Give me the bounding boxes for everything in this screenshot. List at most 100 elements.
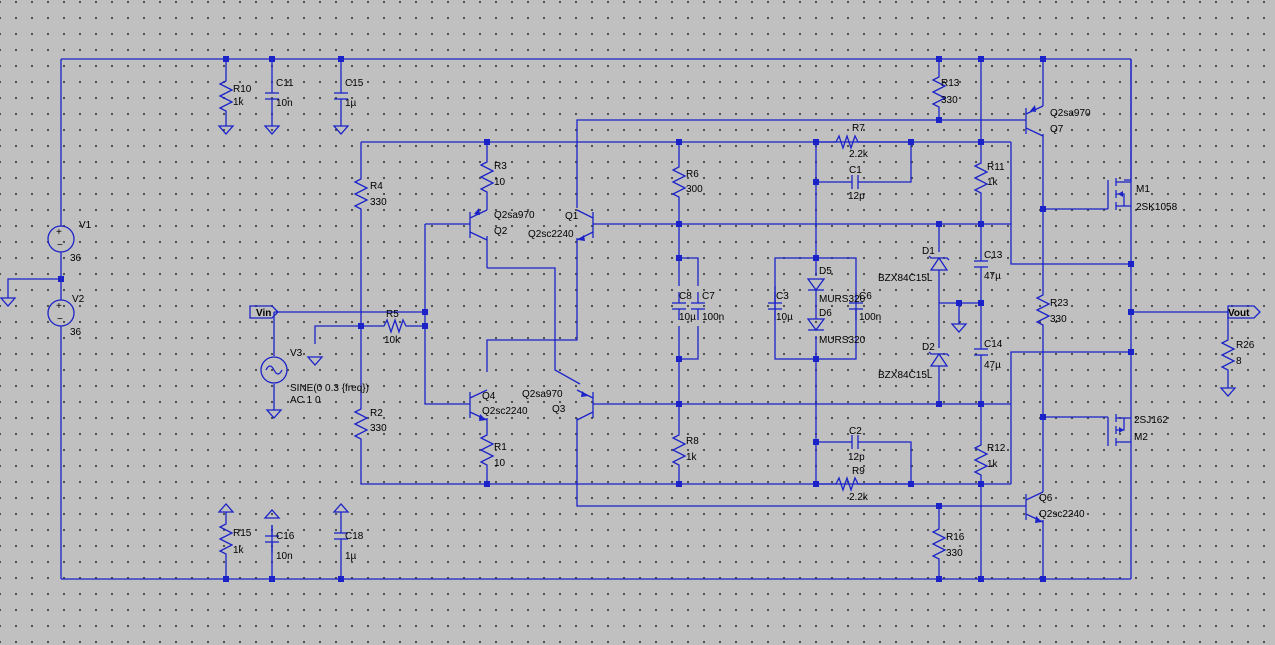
ground-symbol bbox=[218, 503, 234, 513]
voltage-source-v2[interactable]: + − V2 36 bbox=[47, 294, 85, 338]
v1-value: 36 bbox=[70, 253, 82, 264]
svg-text:Q2sc2240: Q2sc2240 bbox=[528, 229, 574, 240]
resistor-r4[interactable]: R4 330 bbox=[354, 173, 387, 215]
zener-d1[interactable]: D1 BZX84C15L bbox=[878, 246, 950, 284]
resistor-r8[interactable]: R8 1k bbox=[672, 429, 699, 471]
svg-text:D1: D1 bbox=[922, 246, 935, 257]
svg-text:10µ: 10µ bbox=[679, 312, 696, 323]
svg-text:2.2k: 2.2k bbox=[849, 492, 869, 503]
voltage-source-v3[interactable]: V3 SINE(0 0.3 {freq}) AC 1 0 bbox=[260, 348, 369, 406]
svg-text:C1: C1 bbox=[849, 165, 862, 176]
resistor-r11[interactable]: R11 1k bbox=[974, 157, 1005, 199]
svg-text:Q1: Q1 bbox=[565, 211, 579, 222]
mosfet-m1[interactable]: M1 2SK1058 bbox=[1107, 178, 1178, 213]
transistor-q7[interactable]: Q2sa970 Q7 bbox=[1025, 105, 1091, 137]
capacitor-c2[interactable]: C2 12p bbox=[843, 426, 866, 463]
diode-d5[interactable]: D5 MURS320 bbox=[806, 266, 866, 308]
v1-name: V1 bbox=[79, 220, 92, 231]
svg-text:Q2sa970: Q2sa970 bbox=[494, 210, 535, 221]
ground-symbol bbox=[333, 503, 349, 513]
svg-text:R1: R1 bbox=[494, 442, 507, 453]
svg-text:12p: 12p bbox=[848, 191, 865, 202]
resistor-r26[interactable]: R26 8 bbox=[1221, 334, 1255, 376]
svg-text:330: 330 bbox=[946, 548, 963, 559]
resistor-r13[interactable]: R13 330 bbox=[932, 71, 960, 113]
resistor-r9[interactable]: R9 2.2k bbox=[816, 466, 911, 503]
capacitor-c7[interactable]: C7 100n bbox=[690, 291, 724, 323]
svg-text:Q7: Q7 bbox=[1050, 124, 1064, 135]
svg-text:M2: M2 bbox=[1134, 432, 1148, 443]
svg-text:Q2sc2240: Q2sc2240 bbox=[482, 406, 528, 417]
svg-text:1k: 1k bbox=[233, 97, 245, 108]
capacitor-c18[interactable]: C18 1µ bbox=[333, 521, 364, 562]
svg-text:10n: 10n bbox=[276, 98, 293, 109]
svg-text:C7: C7 bbox=[702, 291, 715, 302]
ground-symbol bbox=[1220, 387, 1236, 397]
resistor-r10[interactable]: R10 1k bbox=[219, 75, 252, 117]
transistor-q4[interactable]: Q4 Q2sc2240 bbox=[469, 389, 528, 421]
svg-text:8: 8 bbox=[1236, 356, 1242, 367]
svg-text:1k: 1k bbox=[987, 459, 999, 470]
zener-d2[interactable]: D2 BZX84C15L bbox=[878, 342, 950, 381]
transistor-q2[interactable]: Q2sa970 Q2 bbox=[469, 208, 535, 241]
mosfet-m2[interactable]: 2SJ162 M2 bbox=[1107, 414, 1168, 446]
svg-text:1k: 1k bbox=[233, 545, 245, 556]
svg-text:−: − bbox=[57, 240, 63, 251]
v2-name: V2 bbox=[72, 294, 85, 305]
resistor-r23[interactable]: R23 330 bbox=[1036, 289, 1069, 331]
svg-text:12p: 12p bbox=[848, 452, 865, 463]
transistor-q3[interactable]: Q2sa970 Q3 bbox=[522, 389, 594, 421]
svg-text:47µ: 47µ bbox=[984, 271, 1001, 282]
net-label-vout[interactable]: Vout bbox=[1227, 305, 1261, 319]
svg-text:+: + bbox=[56, 227, 62, 238]
v3-ac: AC 1 0 bbox=[290, 395, 321, 406]
capacitor-c3[interactable]: C3 10µ bbox=[767, 291, 793, 323]
resistor-r3[interactable]: R3 10 bbox=[480, 156, 507, 198]
svg-text:10: 10 bbox=[494, 458, 506, 469]
svg-text:BZX84C15L: BZX84C15L bbox=[878, 370, 933, 381]
net-label-vin[interactable]: Vin bbox=[249, 305, 279, 319]
svg-text:C3: C3 bbox=[776, 291, 789, 302]
resistor-r2[interactable]: R2 330 bbox=[354, 403, 387, 445]
capacitor-c14[interactable]: C14 47µ bbox=[973, 337, 1003, 371]
svg-text:+: + bbox=[56, 301, 62, 312]
svg-text:330: 330 bbox=[370, 197, 387, 208]
capacitor-c8[interactable]: C8 10µ bbox=[671, 291, 696, 323]
transistor-q1[interactable]: Q1 Q2sc2240 bbox=[528, 209, 594, 241]
resistor-r16[interactable]: R16 330 bbox=[932, 523, 965, 565]
capacitor-c1[interactable]: C1 12p bbox=[843, 165, 866, 202]
v3-value: SINE(0 0.3 {freq}) bbox=[290, 383, 369, 394]
resistor-r5[interactable]: R5 10k bbox=[380, 309, 410, 346]
svg-text:C14: C14 bbox=[984, 339, 1003, 350]
svg-text:R12: R12 bbox=[987, 443, 1006, 454]
svg-text:1µ: 1µ bbox=[345, 98, 357, 109]
svg-text:C6: C6 bbox=[859, 291, 872, 302]
svg-text:1k: 1k bbox=[987, 177, 999, 188]
resistor-r15[interactable]: R15 1k bbox=[219, 518, 252, 560]
ground-symbol bbox=[264, 509, 280, 519]
svg-text:330: 330 bbox=[370, 423, 387, 434]
svg-text:R4: R4 bbox=[370, 181, 383, 192]
svg-text:R6: R6 bbox=[686, 169, 699, 180]
resistor-r7[interactable]: R7 2.2k bbox=[816, 123, 911, 160]
transistor-q6[interactable]: Q6 Q2sc2240 bbox=[1025, 491, 1085, 523]
resistor-r1[interactable]: R1 10 bbox=[480, 429, 507, 471]
voltage-source-v1[interactable]: + − V1 36 bbox=[47, 220, 92, 264]
capacitor-c11[interactable]: C11 10n bbox=[264, 78, 294, 111]
svg-text:2.2k: 2.2k bbox=[849, 149, 869, 160]
resistor-r6[interactable]: R6 300 bbox=[672, 161, 703, 203]
svg-text:Q2: Q2 bbox=[494, 226, 508, 237]
capacitor-c6[interactable]: C6 100n bbox=[848, 291, 881, 323]
diode-d6[interactable]: D6 MURS320 bbox=[806, 308, 866, 346]
svg-text:C2: C2 bbox=[849, 426, 862, 437]
capacitor-c16[interactable]: C16 10n bbox=[264, 524, 295, 562]
svg-text:330: 330 bbox=[1050, 314, 1067, 325]
svg-text:R9: R9 bbox=[852, 466, 865, 477]
resistor-r12[interactable]: R12 1k bbox=[974, 439, 1006, 481]
svg-text:10k: 10k bbox=[384, 335, 401, 346]
junction-dots bbox=[58, 56, 1134, 582]
capacitor-c15[interactable]: C15 1µ bbox=[333, 78, 364, 111]
ground-symbol bbox=[218, 125, 234, 135]
capacitor-c13[interactable]: C13 47µ bbox=[973, 249, 1003, 282]
